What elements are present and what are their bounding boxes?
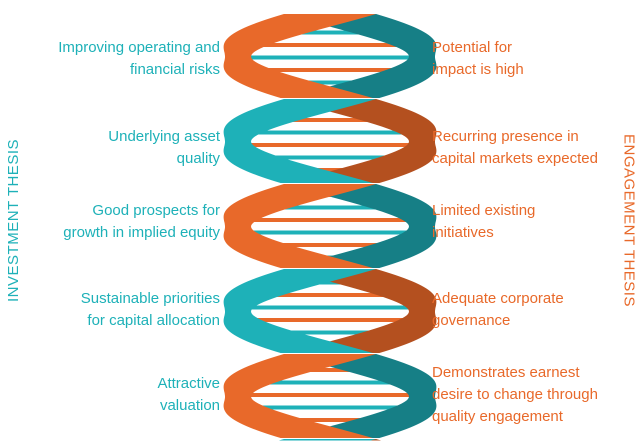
orange-strand-segment [223, 354, 377, 438]
orange-strand-segment [223, 14, 377, 98]
helix-rung [259, 205, 401, 210]
orange-strand-segment [283, 269, 437, 353]
engagement-item-1: Potential for impact is high [432, 39, 524, 78]
engagement-item-4: Adequate corporate governance [432, 290, 564, 329]
helix-rung [285, 280, 375, 285]
helix-rung [238, 393, 422, 397]
helix-rung [239, 305, 421, 310]
helix-rung [253, 155, 407, 160]
helix-rung [265, 118, 395, 122]
helix-rung [242, 318, 418, 322]
helix-rung [270, 418, 390, 422]
helix-rung [243, 130, 417, 135]
orange-strand-segment [283, 99, 437, 183]
engagement-item-3: Limited existing initiatives [432, 202, 536, 241]
helix-strands [223, 14, 437, 441]
helix-rung [278, 368, 382, 372]
helix-rung [264, 330, 396, 335]
engagement-thesis-title: ENGAGEMENT THESIS [616, 0, 642, 441]
helix-rung [277, 80, 383, 85]
engagement-item-5: Demonstrates earnest desire to change th… [432, 364, 598, 425]
investment-item-5: Attractive valuation [157, 375, 220, 414]
helix-rung [284, 168, 376, 172]
investment-item-2: Underlying asset quality [108, 128, 220, 167]
helix-rung [240, 230, 420, 235]
teal-strand-segment [278, 439, 377, 441]
helix-rung [238, 143, 422, 147]
helix-rung [254, 293, 406, 297]
investment-item-4: Sustainable priorities for capital alloc… [80, 290, 220, 329]
engagement-thesis-label: ENGAGEMENT THESIS [620, 134, 638, 307]
teal-strand-segment [223, 269, 377, 353]
helix-rung [258, 243, 402, 247]
orange-strand-segment [223, 184, 377, 268]
helix-rung [240, 218, 420, 222]
helix-rung [250, 380, 410, 385]
teal-strand-segment [283, 184, 437, 268]
helix-rung [271, 30, 389, 35]
engagement-item-2: Recurring presence in capital markets ex… [432, 128, 598, 167]
helix-rung [249, 68, 411, 72]
teal-strand-segment [283, 14, 437, 98]
helix-rung [245, 405, 415, 410]
investment-item-3: Good prospects for growth in implied equ… [63, 202, 220, 241]
investment-item-1: Improving operating and financial risks [58, 39, 220, 78]
helix-rung [246, 43, 414, 47]
teal-strand-segment [223, 99, 377, 183]
helix-rung [238, 55, 422, 60]
teal-strand-segment [283, 354, 437, 438]
